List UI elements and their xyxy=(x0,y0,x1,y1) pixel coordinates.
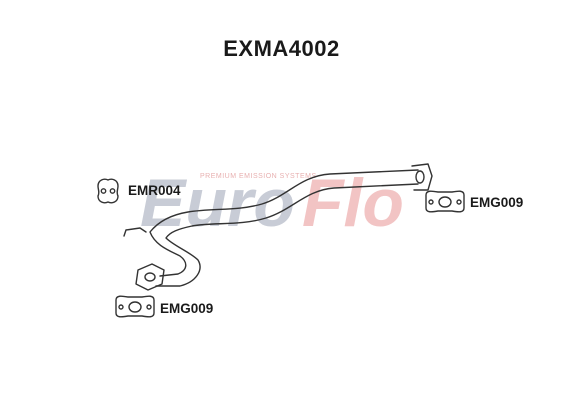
rubber-hanger-hole-left xyxy=(100,188,107,194)
exhaust-pipe xyxy=(123,163,433,291)
gasket-left-bolt-right xyxy=(146,304,152,310)
gasket-right-bolt-right xyxy=(456,199,462,205)
gasket-right-center-hole xyxy=(438,196,452,208)
gasket-icon-left xyxy=(115,295,155,318)
rubber-hanger-icon xyxy=(97,178,119,204)
diagram-title: EXMA4002 xyxy=(223,36,340,61)
pipe-hanger-bracket xyxy=(123,227,147,237)
gasket-right-body xyxy=(425,190,465,213)
part-label-emr004: EMR004 xyxy=(128,183,181,198)
pipe-left-flange xyxy=(135,263,165,291)
pipe-left-opening xyxy=(144,272,156,282)
pipe-right-flange xyxy=(411,163,433,191)
watermark-brand-part2: Flo xyxy=(302,165,404,241)
rubber-hanger-body xyxy=(97,178,119,204)
pipe-lower-edge xyxy=(155,183,419,287)
part-label-emg009-left: EMG009 xyxy=(160,301,214,316)
watermark-brand-part1: Euro xyxy=(140,165,295,241)
gasket-left-body xyxy=(115,295,155,318)
euroflo-watermark: Euro Flo PREMIUM EMISSION SYSTEMS xyxy=(140,165,404,241)
gasket-left-bolt-left xyxy=(118,304,124,310)
part-label-emg009-right: EMG009 xyxy=(470,195,524,210)
watermark-tagline: PREMIUM EMISSION SYSTEMS xyxy=(200,173,317,180)
rubber-hanger-hole-right xyxy=(109,188,116,194)
gasket-left-center-hole xyxy=(128,301,142,313)
pipe-right-opening xyxy=(415,170,425,184)
pipe-upper-edge xyxy=(149,169,419,277)
gasket-icon-right xyxy=(425,190,465,213)
gasket-right-bolt-left xyxy=(428,199,434,205)
